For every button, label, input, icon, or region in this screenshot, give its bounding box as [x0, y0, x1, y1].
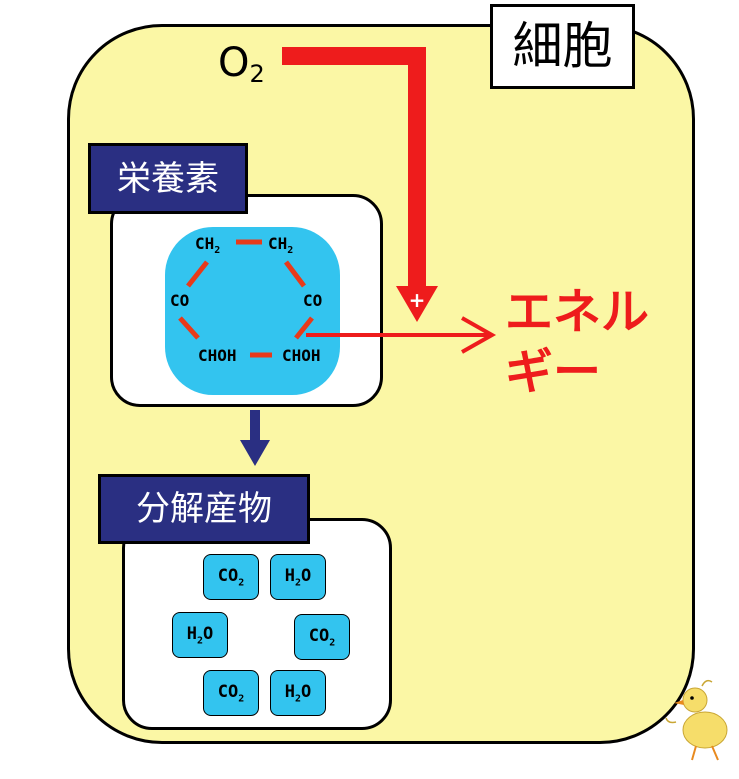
chick-drawing-icon: [665, 679, 728, 761]
energy-label: エネル ギー: [505, 282, 675, 402]
molecule-ring: [165, 227, 340, 395]
nutrient-label: 栄養素: [88, 143, 248, 214]
plus-badge: [408, 291, 426, 309]
oxygen-label: O2: [218, 40, 265, 88]
molecule-atom-ch2-left: CH2: [195, 234, 221, 257]
molecule-atom-choh-right: CHOH: [282, 346, 321, 365]
product-label: 分解産物: [98, 474, 310, 544]
product-tile-h2o: H2O: [172, 612, 228, 658]
energy-arrow-head: [461, 316, 497, 354]
molecule-bonds: [178, 239, 314, 358]
plus-sign: +: [409, 288, 426, 312]
molecule-atom-ch2-right: CH2: [268, 234, 294, 257]
decomposition-arrow-head: [240, 440, 270, 466]
product-tile-h2o: H2O: [270, 554, 326, 600]
cell-label: 細胞: [490, 4, 635, 89]
energy-label-line1: エネル: [505, 284, 650, 340]
molecule-atom-co-left: CO: [170, 291, 190, 310]
product-tile-h2o: H2O: [270, 670, 326, 716]
decomposition-arrow: [250, 410, 260, 442]
molecule-atom-co-right: CO: [303, 291, 323, 310]
oxygen-arrow: [282, 47, 426, 290]
product-tile-co2: CO2: [203, 554, 259, 600]
product-tile-co2: CO2: [294, 614, 350, 660]
energy-label-line2: ギー: [505, 344, 602, 400]
product-tile-co2: CO2: [203, 670, 259, 716]
molecule-atom-choh-left: CHOH: [198, 346, 237, 365]
